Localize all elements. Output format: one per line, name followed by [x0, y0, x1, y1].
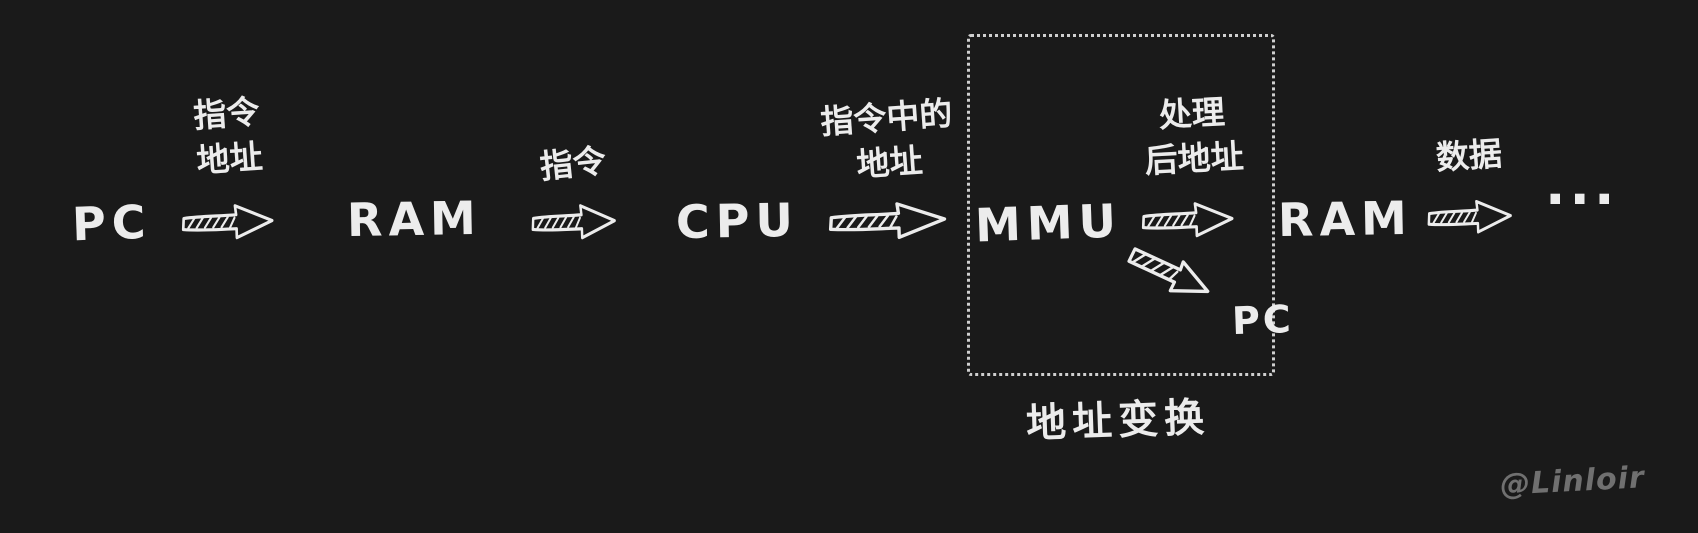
node-cpu: CPU [675, 192, 800, 250]
address-translation-caption: 地址变换 [1025, 394, 1211, 448]
arrow-label-address-in-instruction: 指令中的 地址 [795, 90, 981, 191]
right-arrow-icon [828, 202, 947, 240]
node-pc: PC [71, 194, 153, 252]
label-line: 指令中的 [819, 93, 954, 142]
arrow-cpu-to-mmu [823, 196, 953, 246]
address-translation-box [967, 34, 1275, 376]
down-right-arrow-icon [1127, 247, 1210, 294]
node-ram-1: RAM [346, 190, 483, 248]
arrow-label-instruction-address: 指令 地址 [165, 88, 291, 185]
label-line: 指令 [538, 140, 608, 187]
arrow-ram-to-more [1423, 194, 1516, 239]
node-ram-2: RAM [1277, 190, 1414, 248]
right-arrow-icon [181, 204, 274, 240]
arrow-label-data: 数据 [1413, 130, 1526, 182]
arrow-label-instruction: 指令 [516, 136, 630, 192]
label-line: 处理 [1157, 92, 1226, 135]
ellipsis-node: ··· [1545, 168, 1619, 231]
watermark: @Linloir [1499, 460, 1646, 503]
label-line: 数据 [1434, 133, 1504, 178]
arrow-pc-to-ram [177, 198, 278, 245]
right-arrow-icon [531, 204, 616, 240]
arrow-ram-to-cpu [527, 198, 620, 245]
right-arrow-icon [1141, 202, 1234, 238]
node-mmu: MMU [974, 193, 1123, 253]
label-line: 指令 [192, 91, 261, 136]
pc-feedback-arrow-icon [1118, 233, 1223, 313]
arrow-mmu-to-ram [1137, 196, 1238, 243]
label-line: 后地址 [1143, 135, 1245, 181]
label-line: 地址 [855, 140, 924, 184]
arrow-label-processed-address: 处理 后地址 [1126, 89, 1260, 185]
label-line: 地址 [195, 136, 264, 180]
right-arrow-icon [1427, 199, 1512, 234]
pc-feedback-label: PC [1231, 296, 1295, 344]
